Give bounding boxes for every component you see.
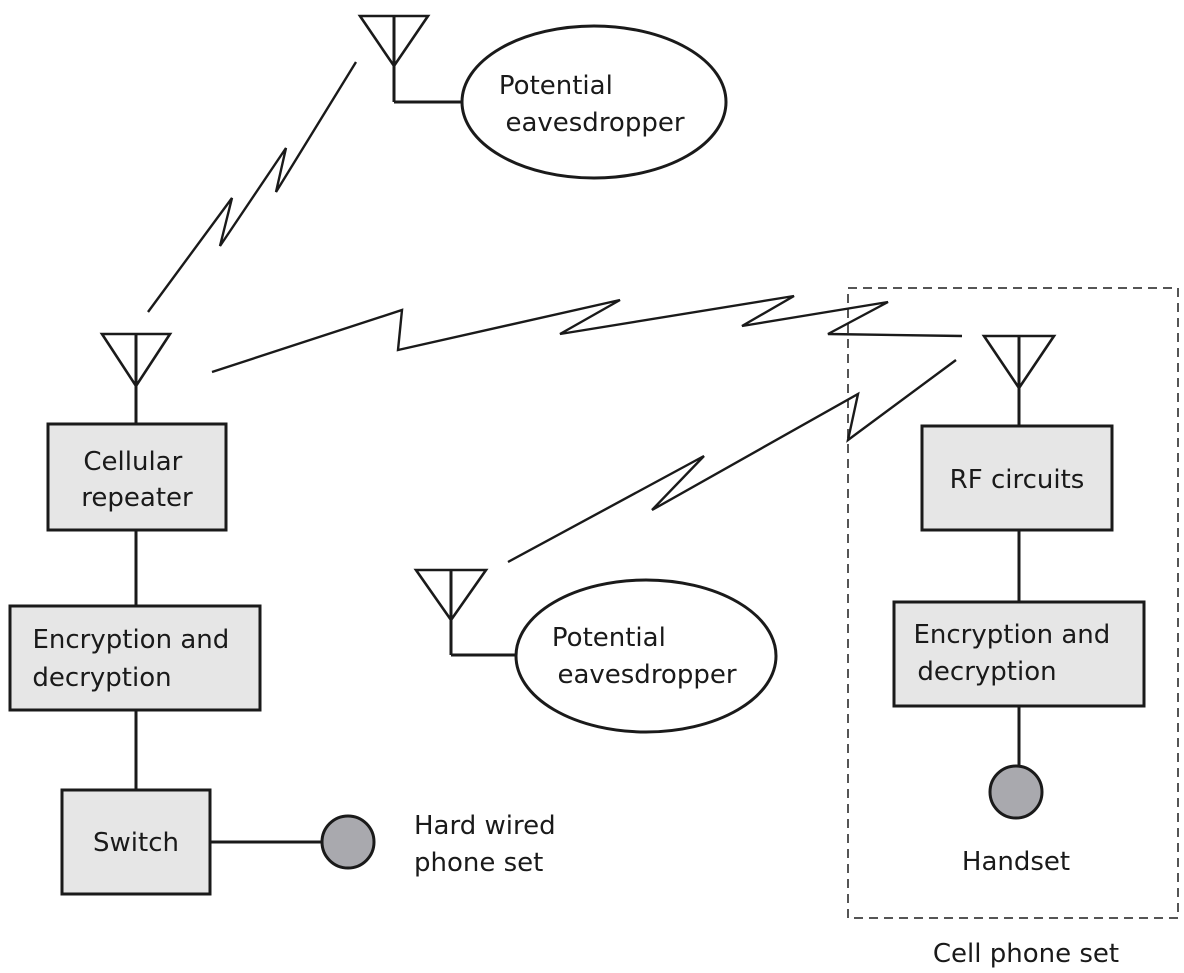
rf-circuits-box <box>920 424 1114 532</box>
switch-label: Switch <box>93 828 179 858</box>
cell-phone-set-boundary <box>847 287 1179 919</box>
top-eavesdropper-ellipse <box>460 24 728 180</box>
encryption-right-label: Encryption and decryption <box>913 620 1118 687</box>
handset-label: Handset <box>962 847 1070 877</box>
mid-eavesdropper-label: Potential eavesdropper <box>552 623 737 690</box>
mid-eavesdropper-antenna-icon <box>413 568 516 657</box>
encryption-right-box <box>892 600 1146 708</box>
hard-wired-phone-icon <box>320 814 376 870</box>
radio-link-handset-to-mid-eavesdropper <box>507 359 957 564</box>
cellular-repeater-box <box>46 422 228 532</box>
top-eavesdropper-antenna-icon <box>357 14 462 104</box>
top-eavesdropper-label: Potential eavesdropper <box>499 71 685 138</box>
mid-eavesdropper-ellipse <box>514 578 778 734</box>
handset-antenna-icon <box>981 334 1057 426</box>
rf-circuits-label: RF circuits <box>950 465 1085 495</box>
repeater-antenna-icon <box>99 332 173 424</box>
handset-phone-icon <box>988 764 1044 820</box>
encryption-left-box <box>8 604 262 712</box>
radio-link-repeater-to-top-eavesdropper <box>147 61 358 313</box>
hard-wired-phone-label: Hard wired phone set <box>414 811 564 878</box>
radio-link-repeater-to-handset <box>211 294 963 374</box>
cellular-repeater-label: Cellular repeater <box>81 447 193 513</box>
cell-phone-set-label: Cell phone set <box>933 939 1119 969</box>
encryption-left-label: Encryption and decryption <box>32 625 237 693</box>
switch-box <box>60 788 212 896</box>
